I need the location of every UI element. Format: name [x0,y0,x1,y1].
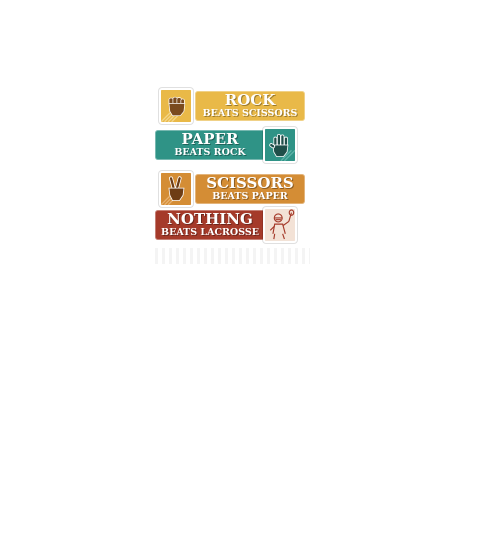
rock-subtitle: BEATS SCISSORS [202,108,298,120]
paper-banner: PAPER BEATS ROCK [155,130,265,160]
rock-banner: ROCK BEATS SCISSORS [195,91,305,121]
scissors-banner: SCISSORS BEATS PAPER [195,174,305,204]
fist-icon [159,88,193,124]
nothing-title: NOTHING [167,210,253,229]
scissors-title: SCISSORS [206,174,294,193]
nothing-banner: NOTHING BEATS LACROSSE [155,210,265,240]
row-nothing: NOTHING BEATS LACROSSE [155,207,307,243]
paper-title: PAPER [181,130,239,149]
rock-paper-scissors-lacrosse-graphic: ROCK BEATS SCISSORS PAPER BEATS ROCK [155,85,310,265]
lacrosse-player-icon [263,207,297,243]
row-rock: ROCK BEATS SCISSORS [155,88,307,124]
paper-subtitle: BEATS ROCK [174,147,246,159]
faded-text-strip [155,248,310,264]
peace-hand-icon [159,171,193,207]
open-hand-icon [263,127,297,163]
rock-title: ROCK [224,91,276,110]
row-scissors: SCISSORS BEATS PAPER [155,171,307,207]
nothing-subtitle: BEATS LACROSSE [161,227,259,239]
scissors-subtitle: BEATS PAPER [212,191,288,203]
row-paper: PAPER BEATS ROCK [155,127,307,163]
